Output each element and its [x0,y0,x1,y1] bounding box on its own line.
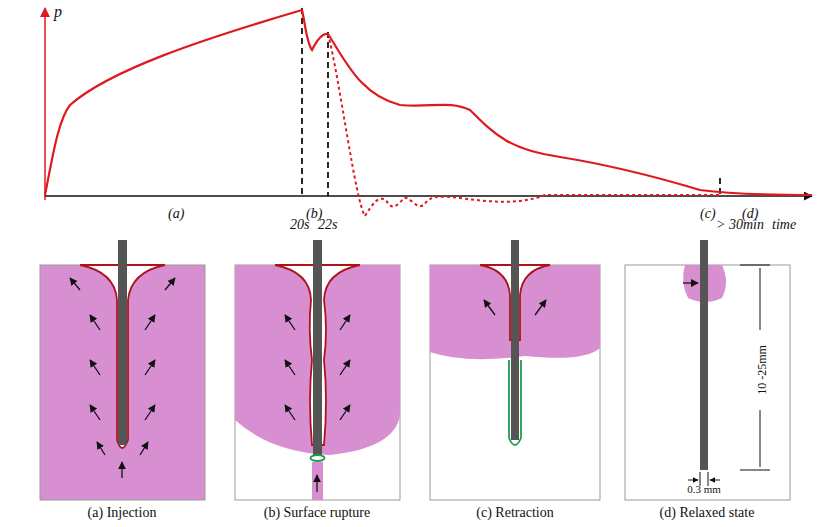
phase-label: (c) [700,207,716,221]
dimension-label: 0.3 mm [687,484,721,495]
panel-injection [40,240,205,500]
panel-retraction [430,240,600,500]
axis-label: time [772,218,796,232]
time-mark: 20s [290,218,309,232]
time-mark: > 30min [716,218,764,232]
time-mark: 22s [318,218,337,232]
panel-relaxed-state [625,240,790,500]
panel-surface-rupture [235,240,400,500]
axis-label: p [54,4,62,20]
phase-label: (a) [168,207,184,221]
panel-caption: (c) Retraction [476,506,553,520]
time-markers [302,8,720,196]
panel-caption: (d) Relaxed state [660,506,755,520]
panel-caption: (b) Surface rupture [264,506,371,520]
panel-caption: (a) Injection [88,506,157,520]
plot-axes [45,8,812,200]
pressure-curve-dotted [328,34,720,216]
pressure-curve [45,10,812,195]
dimension-label: 10 -25mm [756,343,768,397]
